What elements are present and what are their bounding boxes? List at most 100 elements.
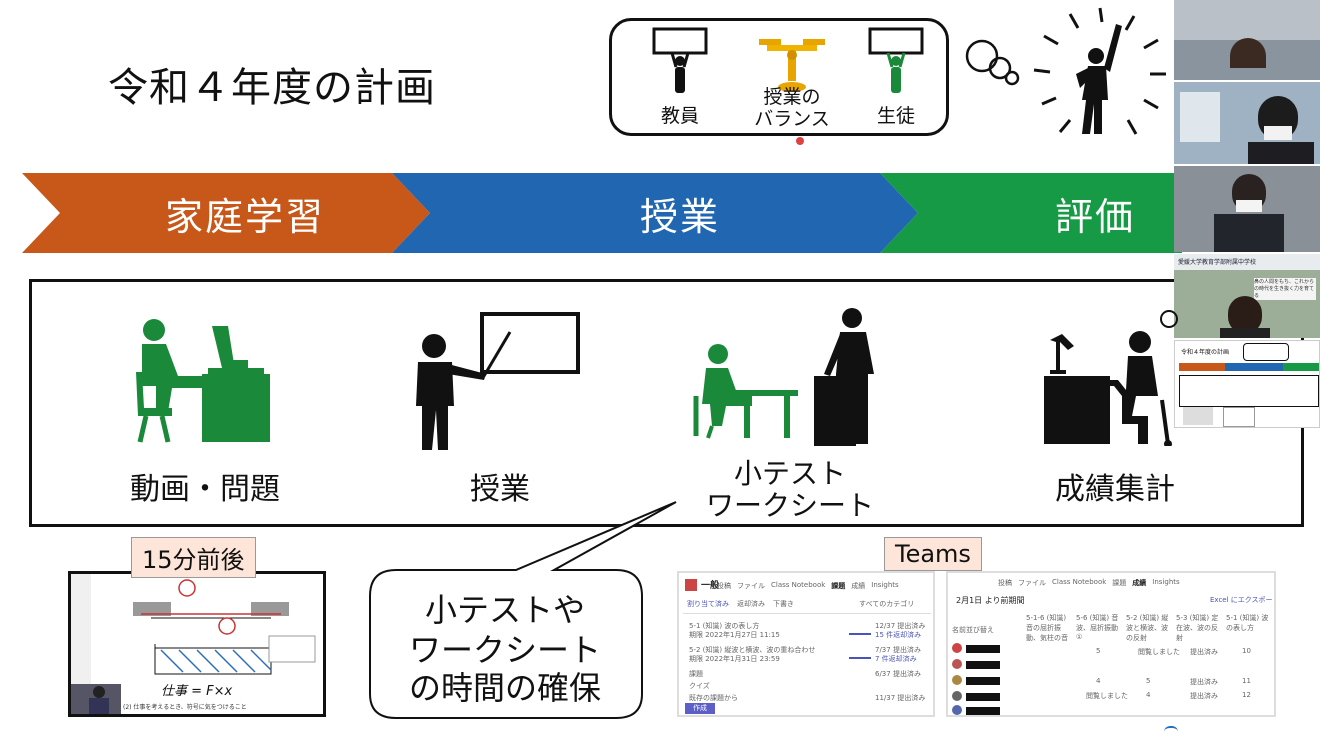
grade-cell[interactable]: 提出済み (1190, 648, 1218, 656)
grades-column-header: 5-3 (知識) 定在波、波の反射 (1176, 614, 1219, 642)
assignment-row-count: 12/37 提出済み (875, 622, 926, 630)
name-sort-header[interactable]: 名前並び替え (952, 626, 994, 634)
assignment-row-title[interactable]: 5-1 (知識) 波の表し方 (689, 622, 760, 630)
teams-tab[interactable]: 課題 (831, 582, 846, 590)
school-caption: 鼻の人間をもち、これからの時代を生き抜く力を育てる (1254, 278, 1316, 300)
phase-arrow-home-study (22, 173, 430, 253)
callout-line2: ワークシート (408, 631, 601, 669)
student-label: 生徒 (876, 105, 915, 127)
subtab-returned[interactable]: 返却済み (737, 600, 765, 608)
participant-video-2[interactable] (1174, 82, 1320, 164)
activity-label-grades: 成績集計 (1055, 472, 1175, 507)
phase-arrow-evaluation (880, 173, 1182, 253)
teams-tag: Teams (884, 537, 982, 571)
phase-label-evaluation: 評価 (1054, 194, 1135, 239)
student-sign-icon (868, 27, 924, 93)
teams-left-subtabs: 割り当て済み 返却済み 下書き (687, 599, 794, 609)
teams-tab[interactable]: 成績 (851, 582, 866, 590)
redacted-name (966, 645, 1000, 653)
balance-box: 教員 授業の バランス 生徒 (609, 18, 949, 136)
teacher-sign-icon (652, 27, 708, 93)
avatar (952, 705, 962, 715)
grade-cell[interactable]: 4 (1096, 677, 1101, 685)
participant-video-3[interactable] (1174, 166, 1320, 252)
teams-tab[interactable]: ファイル (1018, 579, 1046, 587)
assignment-menu-item[interactable]: クイズ (689, 682, 710, 690)
phase-label-home-study: 家庭学習 (164, 194, 325, 239)
subtab-assigned[interactable]: 割り当て済み (687, 600, 729, 608)
assignment-row-date: 期限 2022年1月31日 23:59 (689, 655, 780, 663)
grade-cell[interactable]: 閲覧しました (1086, 692, 1128, 700)
teams-right-tabs: 投稿 ファイル Class Notebook 課題 成績 Insights (998, 578, 1180, 588)
grades-column-header: 5-6 (知識) 音波、屈折振動① (1076, 614, 1119, 641)
assignment-row-count: 7/37 提出済み (875, 646, 921, 654)
balance-label-line2: バランス (754, 108, 830, 130)
grade-cell[interactable]: 提出済み (1190, 692, 1218, 700)
grade-cell[interactable]: 11 (1242, 677, 1251, 685)
worksheet-caption: (2) 仕事を考えるとき、符号に気をつけること (123, 704, 247, 711)
school-name: 愛媛大学教育学部附属中学校 (1178, 259, 1257, 266)
activity-label-test-line1: 小テスト (733, 457, 846, 490)
celebrating-person-icon (1033, 7, 1166, 135)
callout-line3: の時間の確保 (408, 669, 601, 707)
phase-label-lesson: 授業 (639, 194, 720, 239)
grades-column-header: 5-2 (知識) 縦波と横波、波の反射 (1126, 614, 1169, 642)
grades-column-header: 5-1-6 (知識) 音の屈折振動、気柱の音 (1026, 614, 1068, 642)
grade-cell[interactable]: 提出済み (1190, 678, 1218, 686)
callout-bubble (369, 501, 677, 719)
assignment-menu-item[interactable]: 課題 (689, 670, 703, 678)
assignment-menu-item[interactable]: 既存の課題から (689, 694, 738, 702)
grade-cell[interactable]: 12 (1242, 691, 1251, 699)
lecturer-icon (416, 312, 580, 450)
balance-scale-icon (759, 39, 825, 92)
worksheet-equation: 仕事 = F×x (161, 684, 233, 699)
activity-label-video: 動画・問題 (130, 472, 280, 507)
participant-video-1[interactable] (1174, 0, 1320, 80)
partial-circle-icon (1160, 310, 1178, 328)
assignment-row-status: 15 件返却済み (875, 631, 922, 639)
teams-tab[interactable]: 課題 (1112, 579, 1127, 587)
grades-column-header: 5-1 (知識) 波の表し方 (1226, 614, 1269, 632)
worksheet-thumbnail: 仕事 = F×x (2) 仕事を考えるとき、符号に気をつけること (68, 571, 326, 717)
grades-period[interactable]: 2月1日 より前期間 (956, 596, 1025, 605)
teams-filter[interactable]: すべてのカテゴリ (859, 600, 915, 608)
callout-line1: 小テストや (424, 591, 585, 629)
participant-video-5-shared-slide[interactable]: 令和４年度の計画 (1174, 340, 1320, 428)
grade-cell[interactable]: 5 (1096, 647, 1101, 655)
teams-tab[interactable]: 成績 (1132, 579, 1147, 587)
test-worksheet-icon (693, 308, 874, 446)
create-button[interactable]: 作成 (685, 703, 715, 714)
grade-cell[interactable]: 5 (1146, 677, 1151, 685)
assignment-row-status: 7 件返却済み (875, 655, 917, 663)
thought-bubbles-icon (965, 39, 1020, 86)
teams-tab[interactable]: 投稿 (998, 579, 1012, 587)
teams-tab[interactable]: Class Notebook (1052, 578, 1107, 586)
video-study-icon (136, 319, 270, 443)
teams-tab[interactable]: ファイル (737, 582, 765, 590)
grade-cell[interactable]: 10 (1242, 647, 1251, 655)
participant-video-4[interactable]: 愛媛大学教育学部附属中学校 鼻の人間をもち、これからの時代を生き抜く力を育てる (1174, 254, 1320, 338)
teams-tab[interactable]: Insights (1152, 578, 1180, 586)
redacted-name (966, 661, 1000, 669)
teams-tab[interactable]: Class Notebook (771, 581, 826, 589)
export-excel-button[interactable]: Excel にエクスポート (1210, 596, 1276, 604)
avatar (952, 659, 962, 669)
subtab-drafts[interactable]: 下書き (773, 600, 794, 608)
phase-arrows (22, 173, 1182, 253)
teams-left-tabs: 投稿 ファイル Class Notebook 課題 成績 Insights (717, 581, 899, 591)
redacted-name (966, 677, 1000, 685)
activity-label-lesson: 授業 (470, 472, 530, 507)
teams-tab[interactable]: Insights (871, 581, 899, 589)
grade-cell[interactable]: 4 (1146, 691, 1151, 699)
avatar (952, 675, 962, 685)
assignment-row-count: 11/37 提出済み (875, 694, 926, 702)
balance-label-line1: 授業の (763, 86, 821, 108)
partial-blue-icon (1164, 726, 1178, 732)
teams-channel-icon (685, 579, 697, 591)
teams-tab[interactable]: 投稿 (717, 582, 731, 590)
assignment-row-title[interactable]: 5-2 (知識) 縦波と横波、波の重ね合わせ (689, 646, 816, 654)
grade-cell[interactable]: 閲覧しました (1138, 648, 1180, 656)
laser-pointer-dot (796, 137, 804, 145)
teacher-label: 教員 (660, 105, 699, 127)
assignment-row-date: 期限 2022年1月27日 11:15 (689, 631, 780, 639)
